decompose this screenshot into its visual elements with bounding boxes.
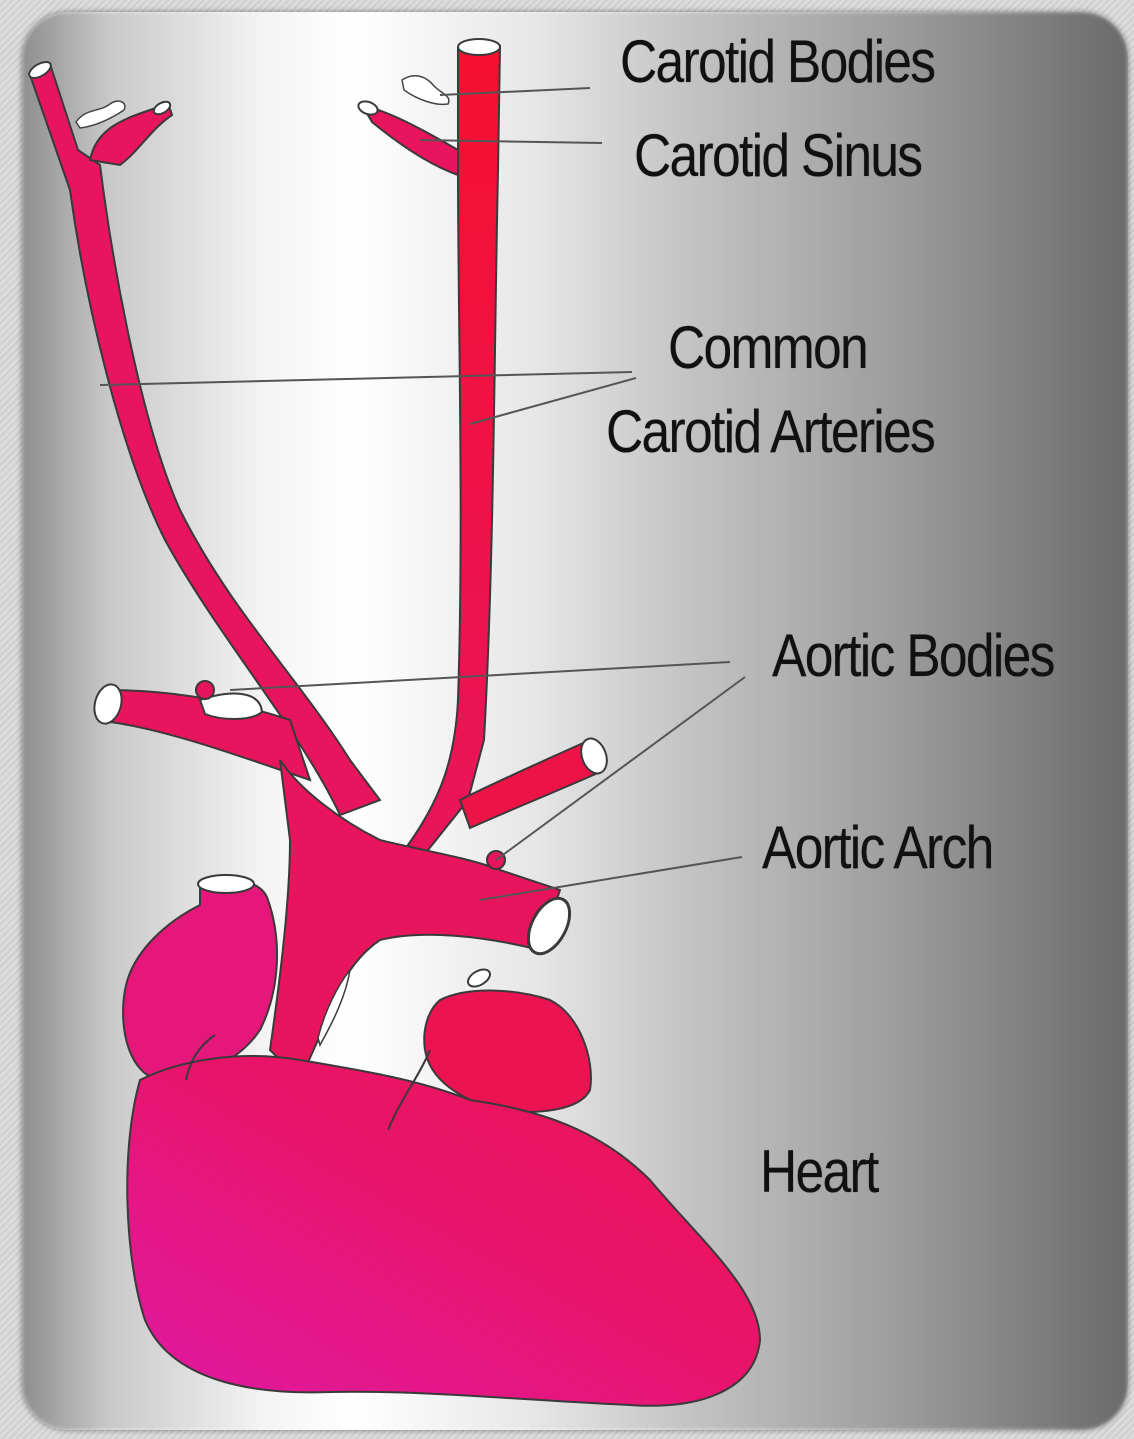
label-common-line1: Common <box>668 318 867 378</box>
label-heart: Heart <box>760 1142 878 1202</box>
right-branch-artery <box>460 735 611 828</box>
right-common-carotid-artery <box>357 39 500 860</box>
leader-lines <box>100 88 745 900</box>
label-common-line2: Carotid Arteries <box>606 402 934 462</box>
heart <box>123 875 760 1406</box>
leader-common-left <box>100 372 632 385</box>
leader-carotid-sinus <box>420 140 602 143</box>
label-carotid-bodies: Carotid Bodies <box>620 32 934 92</box>
label-aortic-arch: Aortic Arch <box>762 818 993 878</box>
label-carotid-sinus: Carotid Sinus <box>634 126 921 186</box>
label-aortic-bodies: Aortic Bodies <box>772 626 1054 686</box>
